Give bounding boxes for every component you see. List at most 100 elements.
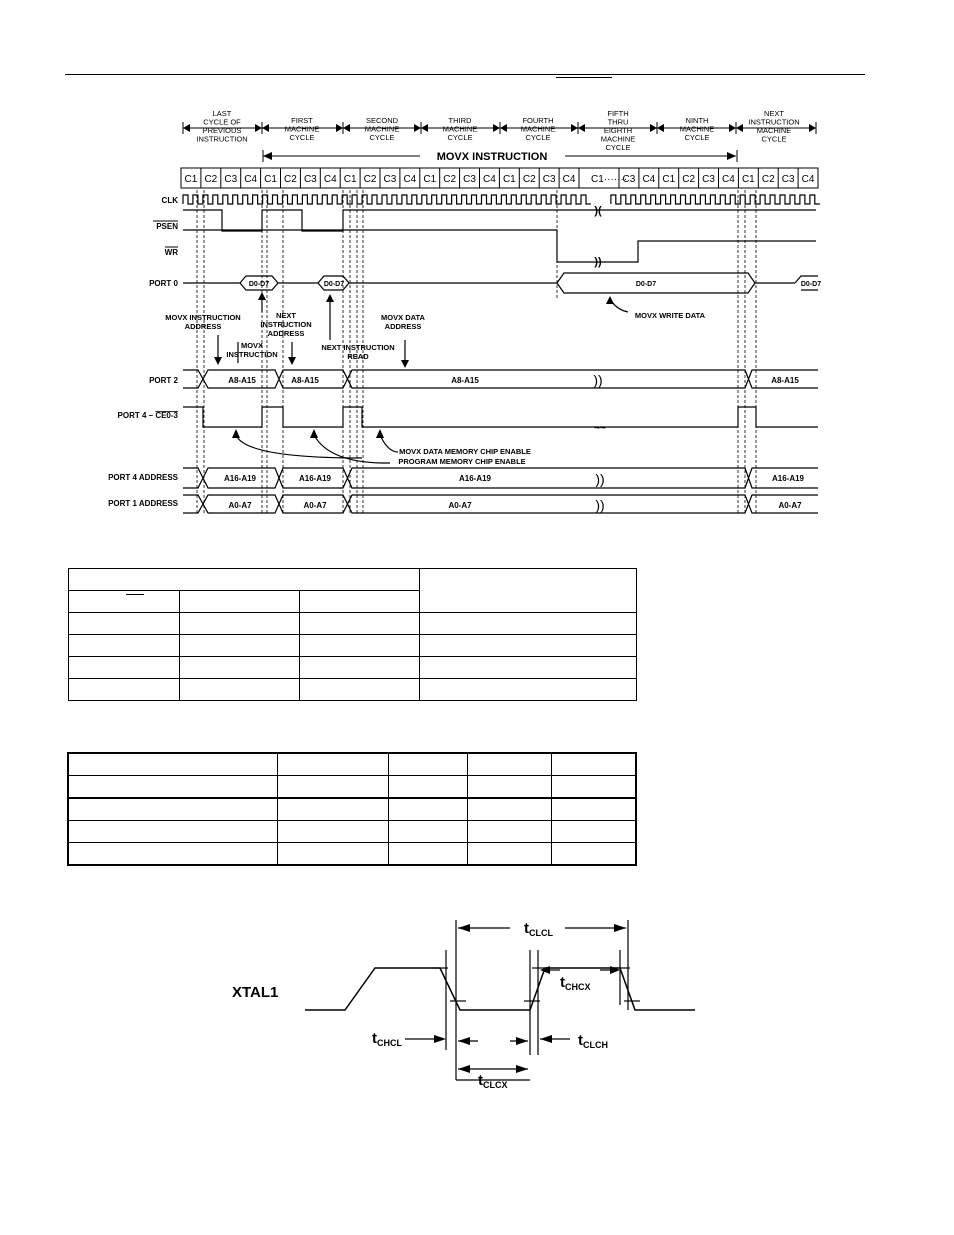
state-cell-label: C1	[185, 174, 198, 185]
psen-waveform	[183, 209, 816, 232]
clk-label: CLK	[162, 196, 179, 205]
state-cell-label: C2	[762, 174, 775, 185]
state-cell-label: C4	[483, 174, 496, 185]
port0-d0d7-4: D0-D7	[801, 281, 821, 288]
state-cell-label: C2	[284, 174, 297, 185]
state-cell-label: C1	[662, 174, 675, 185]
state-cell-label: C3	[782, 174, 795, 185]
table-2	[67, 752, 637, 866]
state-cell-label: C4	[722, 174, 735, 185]
table-row	[68, 634, 637, 657]
port0-d0d7-1: D0-D7	[249, 281, 269, 288]
state-cell-label: C2	[204, 174, 217, 185]
port1-a0a7-3: A0-A7	[448, 501, 472, 510]
port2-a8a15-4: A8-A15	[771, 376, 799, 385]
port0-d0d7-2: D0-D7	[324, 281, 344, 288]
port1-a0a7-1: A0-A7	[228, 501, 252, 510]
header-rule	[65, 74, 865, 75]
port4-a16a19-1: A16-A19	[224, 474, 257, 483]
state-cell-label: C1	[344, 174, 357, 185]
table-row	[67, 842, 637, 866]
state-cell-label: C4	[324, 174, 337, 185]
annot-data-mem-ce: MOVX DATA MEMORY CHIP ENABLE	[399, 447, 531, 456]
table-1	[68, 568, 637, 701]
table-row	[68, 678, 637, 701]
port2-a8a15-1: A8-A15	[228, 376, 256, 385]
table-row	[67, 820, 637, 843]
table-row	[67, 797, 637, 821]
svg-text:)): ))	[595, 497, 604, 513]
state-cell-label: C3	[623, 174, 636, 185]
tclch-label: tCLCH	[578, 1032, 608, 1050]
state-cell-label: C1	[423, 174, 436, 185]
port0-label: PORT 0	[149, 279, 178, 288]
port4-a16a19-4: A16-A19	[772, 474, 805, 483]
state-cell-label: C2	[682, 174, 695, 185]
xtal1-timing-diagram: XTAL1	[232, 920, 695, 1090]
state-cell-label: C4	[642, 174, 655, 185]
state-cell-label: C3	[384, 174, 397, 185]
svg-text:)): ))	[593, 372, 602, 388]
table-1-header-cell	[68, 590, 180, 613]
state-cell-label: C1	[264, 174, 277, 185]
state-cell-label: C4	[244, 174, 257, 185]
state-cell-label: C3	[304, 174, 317, 185]
clk-waveform	[182, 194, 820, 205]
state-cell-label: C1·······	[591, 174, 627, 185]
port1-a0a7-2: A0-A7	[303, 501, 327, 510]
state-cell-label: C4	[403, 174, 416, 185]
xtal1-label: XTAL1	[232, 984, 278, 1001]
state-cell-label: C1	[742, 174, 755, 185]
wr-waveform	[183, 229, 816, 263]
annot-prog-mem-ce: PROGRAM MEMORY CHIP ENABLE	[398, 457, 525, 466]
table-1-header-cell	[299, 590, 420, 613]
table-row	[68, 656, 637, 679]
port4-ce-label: PORT 4 – CE0-3	[118, 411, 179, 420]
state-cell-label: C1	[503, 174, 516, 185]
svg-text:~~: ~~	[594, 423, 606, 434]
port4-a16a19-2: A16-A19	[299, 474, 332, 483]
port4-address-label: PORT 4 ADDRESS	[108, 473, 179, 482]
tclcl-label: tCLCL	[524, 920, 553, 938]
table-row	[67, 752, 637, 776]
table-row	[67, 775, 637, 799]
table-row	[68, 612, 637, 635]
state-cell-label: C3	[463, 174, 476, 185]
svg-text:)): ))	[594, 256, 602, 268]
table-1-header-cell	[179, 590, 300, 613]
port0-waveform	[183, 272, 818, 294]
svg-text:)): ))	[595, 471, 604, 487]
state-cell-label: C4	[563, 174, 576, 185]
port4-a16a19-3: A16-A19	[459, 474, 492, 483]
port2-label: PORT 2	[149, 376, 178, 385]
state-cell-label: C2	[523, 174, 536, 185]
wr-label: WR	[165, 248, 179, 257]
table-1-header-cell	[68, 568, 420, 591]
tclcx-label: tCLCX	[478, 1072, 508, 1090]
port1-a0a7-4: A0-A7	[778, 501, 802, 510]
xtal1-waveform	[305, 967, 695, 1011]
table-1-header-cell	[419, 568, 637, 613]
header-rule-short	[556, 77, 612, 78]
port1-address-label: PORT 1 ADDRESS	[108, 499, 179, 508]
port4-address-waveform	[183, 467, 818, 514]
movx-instruction-label: MOVX INSTRUCTION	[437, 151, 548, 163]
state-cell-label: C2	[364, 174, 377, 185]
tchcx-label: tCHCX	[560, 974, 591, 992]
psen-label: PSEN	[156, 222, 178, 231]
port2-waveform	[183, 369, 818, 389]
state-cell-label: C3	[543, 174, 556, 185]
